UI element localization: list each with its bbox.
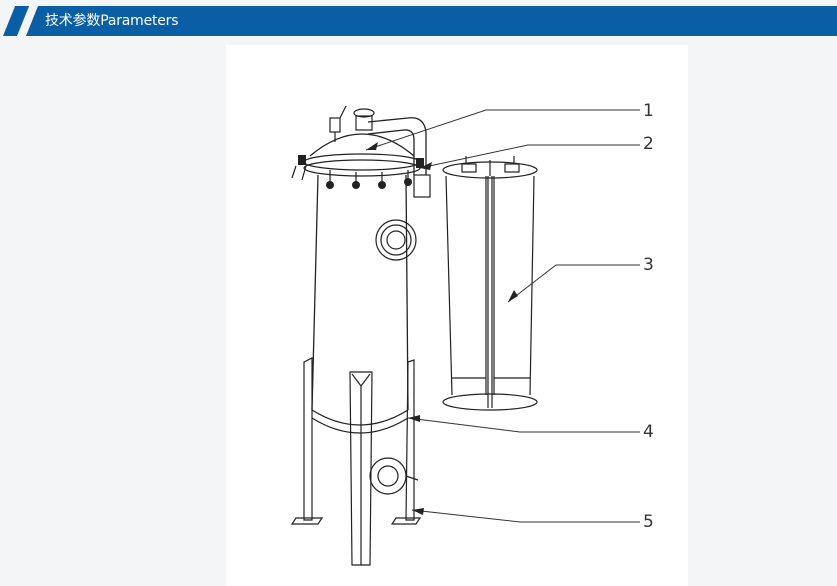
callout-2: 2: [643, 134, 654, 154]
header-bar: [26, 6, 837, 36]
diagram-panel: [226, 45, 688, 586]
section-header: 技术参数Parameters: [0, 6, 837, 36]
callout-5: 5: [643, 512, 654, 532]
callout-3: 3: [643, 255, 654, 275]
callout-4: 4: [643, 422, 654, 442]
callout-1: 1: [643, 101, 654, 121]
section-title: 技术参数Parameters: [45, 13, 179, 29]
